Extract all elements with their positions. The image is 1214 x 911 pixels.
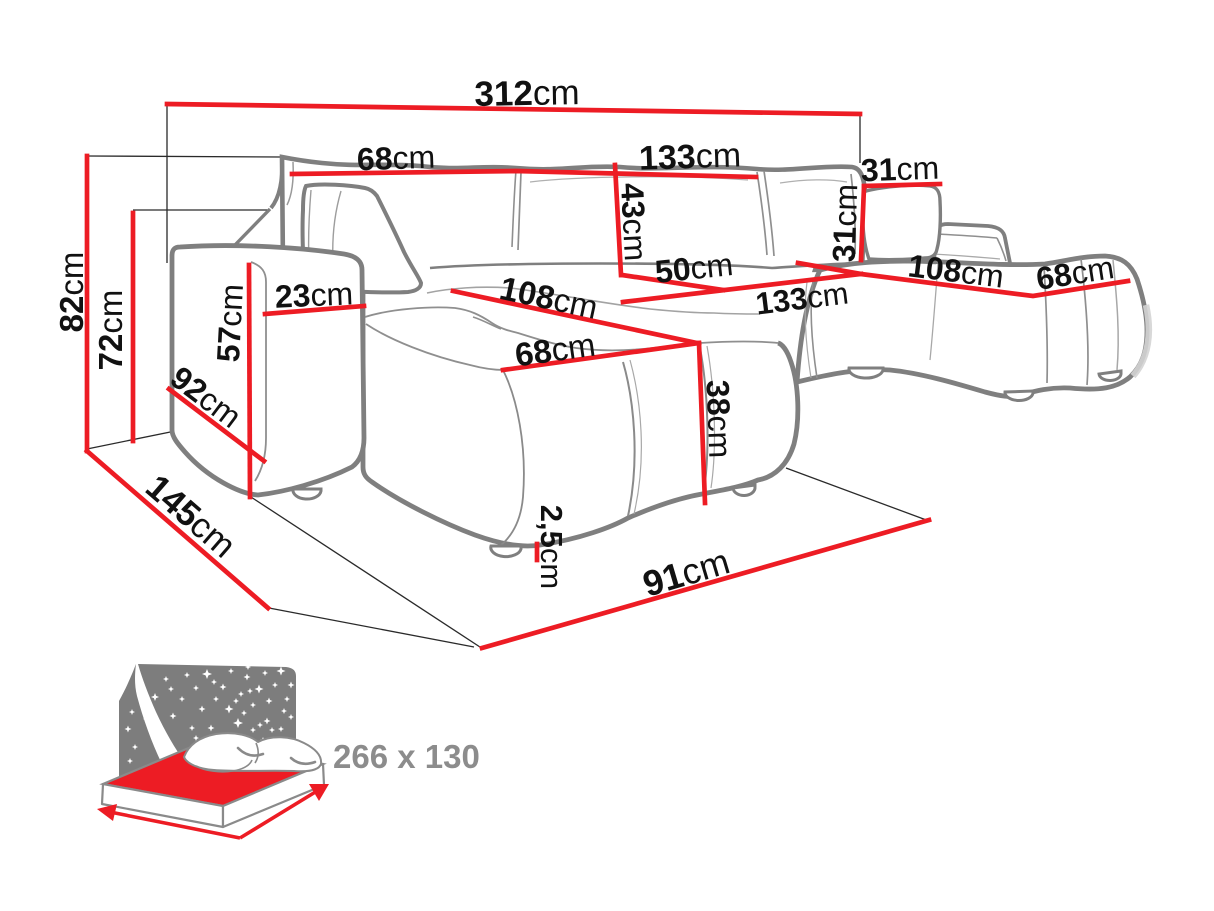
svg-text:266 x 130: 266 x 130: [333, 738, 480, 775]
svg-text:133cm: 133cm: [638, 136, 741, 178]
svg-text:82cm: 82cm: [53, 252, 90, 333]
svg-text:31cm: 31cm: [826, 183, 865, 262]
svg-text:57cm: 57cm: [210, 283, 250, 363]
svg-text:68cm: 68cm: [356, 139, 435, 178]
svg-text:68cm: 68cm: [1034, 249, 1117, 297]
svg-text:50cm: 50cm: [653, 246, 735, 290]
svg-text:43cm: 43cm: [614, 182, 654, 262]
svg-text:133cm: 133cm: [754, 275, 851, 321]
svg-text:38cm: 38cm: [700, 379, 739, 458]
svg-text:72cm: 72cm: [92, 290, 129, 371]
svg-text:23cm: 23cm: [274, 275, 354, 314]
svg-text:312cm: 312cm: [474, 73, 580, 114]
svg-text:68cm: 68cm: [512, 325, 597, 373]
svg-text:31cm: 31cm: [860, 150, 939, 189]
svg-text:2,5cm: 2,5cm: [535, 505, 570, 589]
svg-text:108cm: 108cm: [906, 247, 1006, 294]
